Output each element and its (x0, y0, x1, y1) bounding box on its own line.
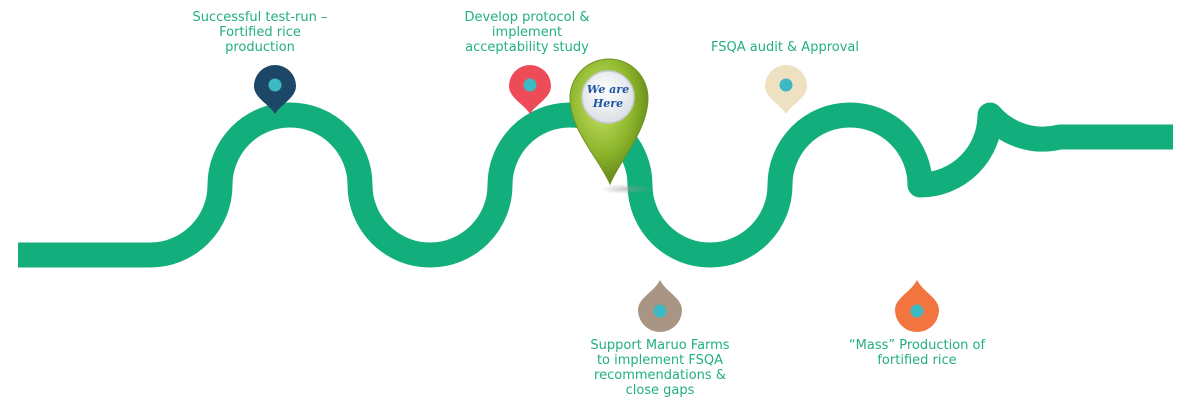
pin-dot (268, 78, 282, 92)
label-line: implement (491, 25, 563, 40)
pin-dot (910, 304, 924, 318)
milestone-label-4: Support Maruo Farms to implement FSQA re… (568, 338, 752, 398)
milestone-pin-5 (895, 280, 939, 332)
milestone-pin-1 (254, 65, 296, 114)
label-line: Support Maruo Farms (590, 338, 730, 353)
label-line: Fortified rice (219, 25, 301, 40)
we-are-here-marker: We are Here (569, 58, 652, 194)
milestone-pin-2 (509, 65, 551, 114)
label-line: “Mass” Production of (848, 338, 986, 353)
pin-dot (653, 304, 667, 318)
marker-shadow (600, 184, 652, 194)
label-line: close gaps (625, 383, 695, 398)
milestone-label-1: Successful test-run – Fortified rice pro… (170, 10, 350, 55)
marker-face (581, 70, 635, 124)
label-line: acceptability study (465, 40, 589, 55)
marker-text-line1: We are (587, 83, 629, 96)
milestone-pin-3 (765, 65, 807, 114)
label-line: Develop protocol & (464, 10, 590, 25)
label-line: fortified rice (877, 353, 957, 368)
milestone-pin-4 (638, 280, 682, 332)
label-line: production (225, 40, 295, 55)
marker-text-line2: Here (592, 97, 623, 110)
label-line: to implement FSQA (596, 353, 724, 368)
pin-dot (779, 78, 793, 92)
milestone-label-2: Develop protocol & implement acceptabili… (437, 10, 617, 55)
label-line: recommendations & (594, 368, 726, 383)
pin-dot (523, 78, 537, 92)
milestone-label-3: FSQA audit & Approval (690, 40, 880, 55)
label-line: Successful test-run – (192, 10, 328, 25)
label-line: FSQA audit & Approval (710, 40, 859, 55)
milestone-label-5: “Mass” Production of fortified rice (822, 338, 1012, 368)
